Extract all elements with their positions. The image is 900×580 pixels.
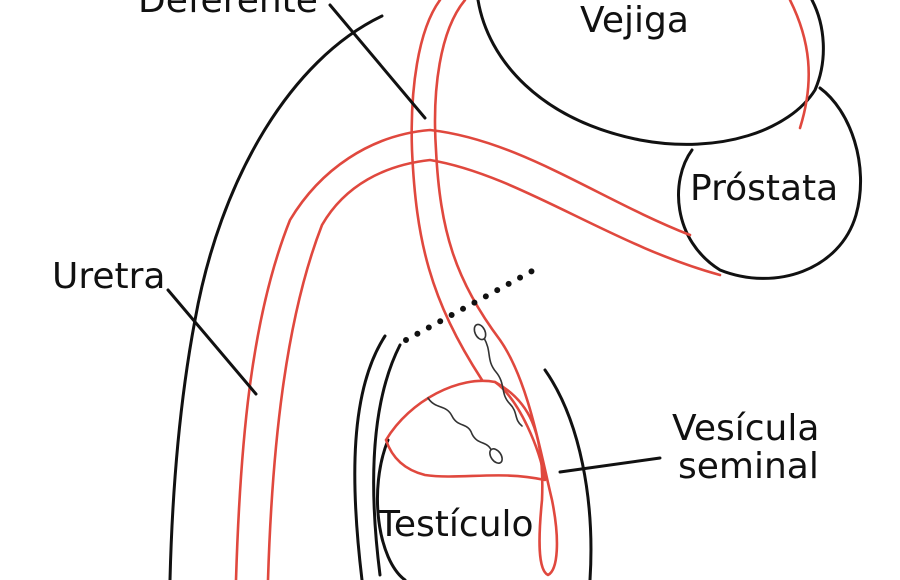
penis-outline — [168, 14, 384, 580]
scrotum-outer-outline — [353, 334, 387, 580]
label-deferente: Deferente — [138, 0, 318, 21]
testicle-inner-line — [384, 379, 547, 482]
scrotum-inner-outline — [372, 343, 402, 577]
prostate-outline — [677, 86, 863, 280]
label-vesicula-line1: Vesícula — [672, 408, 819, 449]
vas-deferens-left-line — [410, 0, 484, 382]
label-prostata: Próstata — [690, 168, 838, 209]
sperm-tail-lower — [427, 397, 493, 453]
dotted-separator — [403, 267, 537, 343]
sperm-head-lower — [489, 448, 503, 464]
label-uretra: Uretra — [52, 256, 165, 297]
bladder-inner-line — [788, 0, 810, 130]
vas-deferens-right-line — [433, 0, 559, 577]
sperm-head-upper — [473, 323, 487, 341]
label-vesicula-line2: seminal — [678, 446, 819, 487]
label-testiculo: Testículo — [377, 504, 534, 545]
sperm-tail-upper — [483, 337, 523, 427]
leader-line-deferente — [328, 3, 427, 120]
leader-line-uretra — [166, 288, 258, 396]
urethra-outer-line — [234, 128, 692, 580]
testicle-outline — [375, 368, 593, 580]
urethra-inner-line — [266, 158, 722, 580]
label-vejiga: Vejiga — [580, 0, 689, 41]
leader-line-vesicula — [558, 456, 662, 474]
bladder-outline — [476, 0, 825, 146]
